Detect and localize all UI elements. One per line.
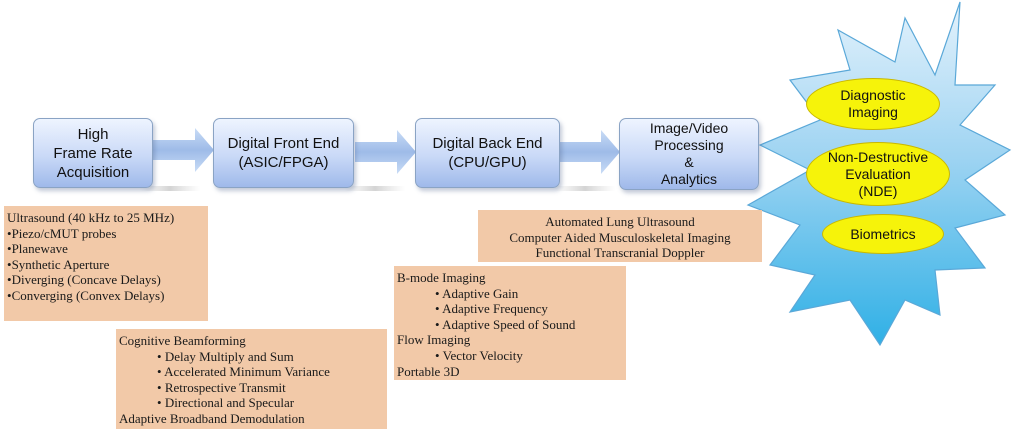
stage-front-end-label: Digital Front End (ASIC/FPGA) [227,135,340,171]
note-backend-heading-bmode: B-mode Imaging [397,270,486,285]
note-beamforming: Cognitive Beamforming • Delay Multiply a… [116,329,387,429]
note-beamforming-title: Cognitive Beamforming [119,333,246,348]
stage-front-end-block: Digital Front End (ASIC/FPGA) [213,118,354,188]
list-item: •Converging (Convex Delays) [7,287,165,303]
list-item: • Accelerated Minimum Variance [157,364,330,380]
list-item: •Piezo/cMUT probes [7,225,117,241]
list-item: • Retrospective Transmit [157,379,286,395]
stage-acquisition-label: High Frame Rate Acquisition [53,125,133,181]
stage-analytics-label: Image/Video Processing & Analytics [649,120,729,187]
list-item: • Adaptive Speed of Sound [435,316,576,332]
note-beamforming-footer: Adaptive Broadband Demodulation [119,410,305,426]
list-item: Computer Aided Musculoskeletal Imaging [509,229,731,245]
note-backend-heading-3d: Portable 3D [397,363,460,379]
stage-acquisition-block: High Frame Rate Acquisition [33,118,153,188]
stage-back-end-label: Digital Back End (CPU/GPU) [432,135,543,171]
list-item: •Diverging (Concave Delays) [7,272,161,288]
list-item: • Vector Velocity [435,347,523,363]
note-analytics: Automated Lung Ultrasound Computer Aided… [478,210,762,262]
list-item: •Planewave [7,241,68,257]
list-item: •Synthetic Aperture [7,256,110,272]
application-diagnostic-imaging: Diagnostic Imaging [806,78,940,130]
list-item: • Adaptive Frequency [435,301,548,317]
list-item: • Adaptive Gain [435,285,519,301]
note-backend: B-mode Imaging • Adaptive Gain • Adaptiv… [394,266,626,380]
stage-analytics-block: Image/Video Processing & Analytics [619,118,759,190]
application-nde: Non-Destructive Evaluation (NDE) [806,142,950,206]
list-item: • Directional and Specular [157,395,295,411]
stage-back-end-block: Digital Back End (CPU/GPU) [415,118,560,188]
arrow-2 [355,130,416,174]
note-backend-heading-flow: Flow Imaging [397,332,471,348]
arrow-1 [150,128,214,172]
list-item: Automated Lung Ultrasound [545,214,695,229]
note-acquisition: Ultrasound (40 kHz to 25 MHz) •Piezo/cMU… [4,206,208,321]
list-item: Functional Transcranial Doppler [535,245,705,261]
arrow-3 [560,130,620,174]
application-biometrics: Biometrics [822,214,944,254]
note-acquisition-title: Ultrasound (40 kHz to 25 MHz) [7,210,175,225]
list-item: • Delay Multiply and Sum [157,348,294,364]
